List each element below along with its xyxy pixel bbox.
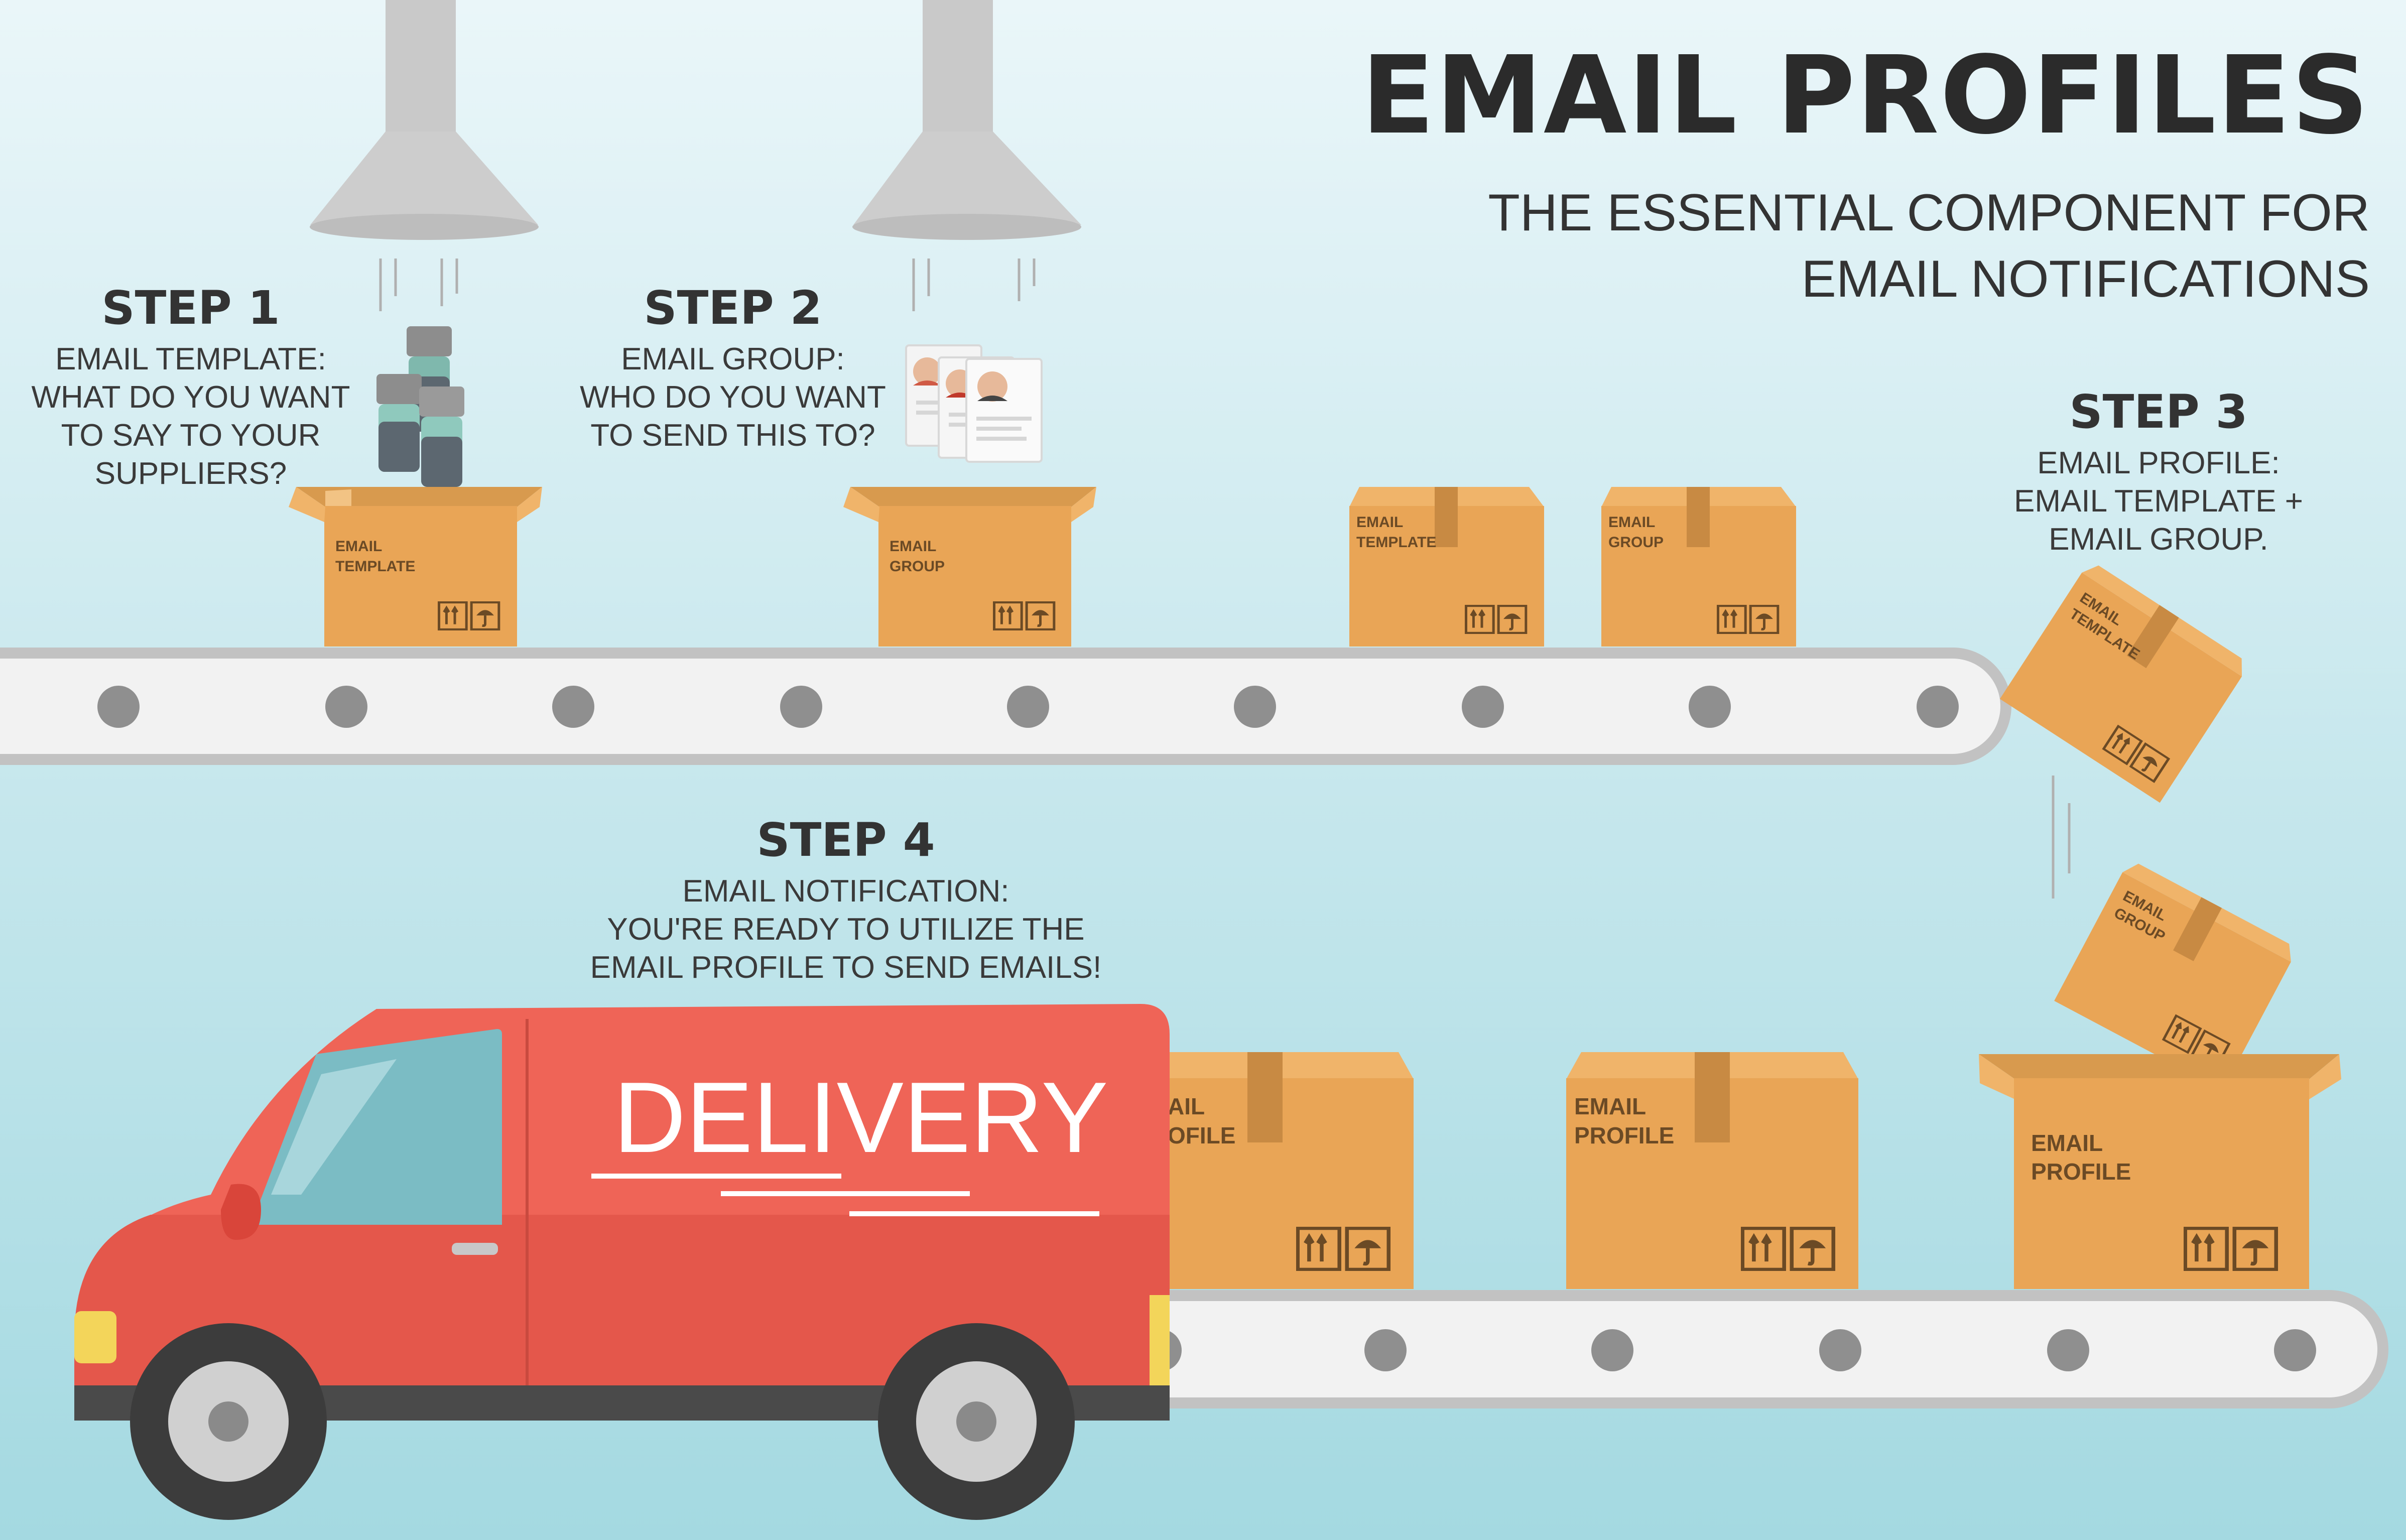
conveyor-roller [2274, 1329, 2316, 1371]
step-line: TO SAY TO YOUR [61, 418, 321, 453]
step-2: STEP 2 EMAIL GROUP: WHO DO YOU WANT TO S… [552, 285, 914, 455]
conveyor-lower [1104, 1290, 2388, 1408]
hopper-left [310, 0, 539, 240]
step-3: STEP 3 EMAIL PROFILE: EMAIL TEMPLATE + E… [1983, 389, 2334, 559]
wheel-front [130, 1323, 327, 1520]
box-label-line2: GROUP [1608, 534, 1664, 551]
step-line: TO SEND THIS TO? [590, 418, 875, 453]
step-line: YOU'RE READY TO UTILIZE THE [607, 912, 1085, 947]
van-label: DELIVERY [613, 1062, 1108, 1174]
box-email-profile-cut: AIL OFILE [1150, 1052, 1414, 1289]
hopper-right [852, 0, 1081, 240]
box-label-line2: OFILE [1168, 1122, 1235, 1148]
delivery-van: DELIVERY [74, 1004, 1170, 1520]
conveyor-roller [780, 686, 822, 728]
subtitle-line: THE ESSENTIAL COMPONENT FOR [1488, 184, 2370, 242]
box-email-profile-open: EMAIL PROFILE [1979, 1054, 2341, 1289]
conveyor-roller [97, 686, 140, 728]
step-line: SUPPLIERS? [94, 456, 287, 491]
box-label-line1: EMAIL [335, 538, 382, 555]
conveyor-roller [1917, 686, 1959, 728]
step-heading: STEP 2 [644, 281, 822, 335]
box-label-line2: TEMPLATE [1356, 534, 1436, 551]
box-label-line2: PROFILE [1574, 1122, 1674, 1148]
drop-lines [379, 259, 2071, 899]
conveyor-roller [1007, 686, 1049, 728]
conveyor-roller [1689, 686, 1731, 728]
conveyor-roller [325, 686, 367, 728]
step-line: WHO DO YOU WANT [580, 380, 886, 415]
step-line: EMAIL PROFILE TO SEND EMAILS! [590, 950, 1102, 985]
box-email-profile-closed: EMAIL PROFILE [1566, 1052, 1858, 1289]
box-label-line2: GROUP [890, 558, 945, 575]
box-label-line2: TEMPLATE [335, 558, 415, 575]
step-line: EMAIL PROFILE: [2037, 446, 2280, 480]
conveyor-roller [1591, 1329, 1633, 1371]
subtitle-line: EMAIL NOTIFICATIONS [1801, 250, 2370, 308]
box-label-line2: PROFILE [2031, 1159, 2131, 1185]
conveyor-roller [1462, 686, 1504, 728]
step-line: EMAIL TEMPLATE: [55, 342, 326, 376]
box-label-line1: EMAIL [1608, 514, 1655, 531]
conveyor-roller [1364, 1329, 1407, 1371]
title-block: EMAIL PROFILES THE ESSENTIAL COMPONENT F… [1361, 42, 2370, 312]
step-line: EMAIL NOTIFICATION: [682, 874, 1009, 909]
wheel-rear [878, 1323, 1075, 1520]
box-label-line1: EMAIL [890, 538, 936, 555]
box-label-line1: EMAIL [2031, 1130, 2103, 1156]
conveyor-roller [1234, 686, 1276, 728]
conveyor-roller [2047, 1329, 2089, 1371]
step-line: EMAIL GROUP: [621, 342, 845, 376]
jars-icon [376, 326, 464, 487]
step-line: EMAIL GROUP. [2049, 522, 2268, 557]
box-email-group-falling: EMAIL GROUP [2054, 863, 2291, 1091]
step-line: EMAIL TEMPLATE + [2014, 484, 2303, 519]
conveyor-upper [0, 648, 2011, 765]
step-1: STEP 1 EMAIL TEMPLATE: WHAT DO YOU WANT … [10, 285, 371, 493]
box-email-group-closed: EMAIL GROUP [1601, 487, 1796, 647]
page-title: EMAIL PROFILES [1361, 33, 2370, 158]
box-label-line1: EMAIL [1356, 514, 1403, 531]
step-heading: STEP 4 [756, 813, 935, 867]
box-email-template-closed: EMAIL TEMPLATE [1349, 487, 1544, 647]
step-heading: STEP 1 [101, 281, 280, 335]
box-email-template-open: EMAIL TEMPLATE [289, 487, 542, 647]
step-heading: STEP 3 [2069, 385, 2248, 439]
box-email-group-open: EMAIL GROUP [843, 487, 1096, 647]
box-email-template-falling: EMAIL TEMPLATE [1999, 565, 2242, 803]
conveyor-roller [1819, 1329, 1861, 1371]
step-4: STEP 4 EMAIL NOTIFICATION: YOU'RE READY … [552, 817, 1139, 987]
conveyor-roller [552, 686, 594, 728]
box-label-line1: AIL [1168, 1093, 1205, 1119]
box-label-line1: EMAIL [1574, 1093, 1646, 1119]
step-line: WHAT DO YOU WANT [31, 380, 350, 415]
contact-cards-icon [905, 344, 1043, 463]
